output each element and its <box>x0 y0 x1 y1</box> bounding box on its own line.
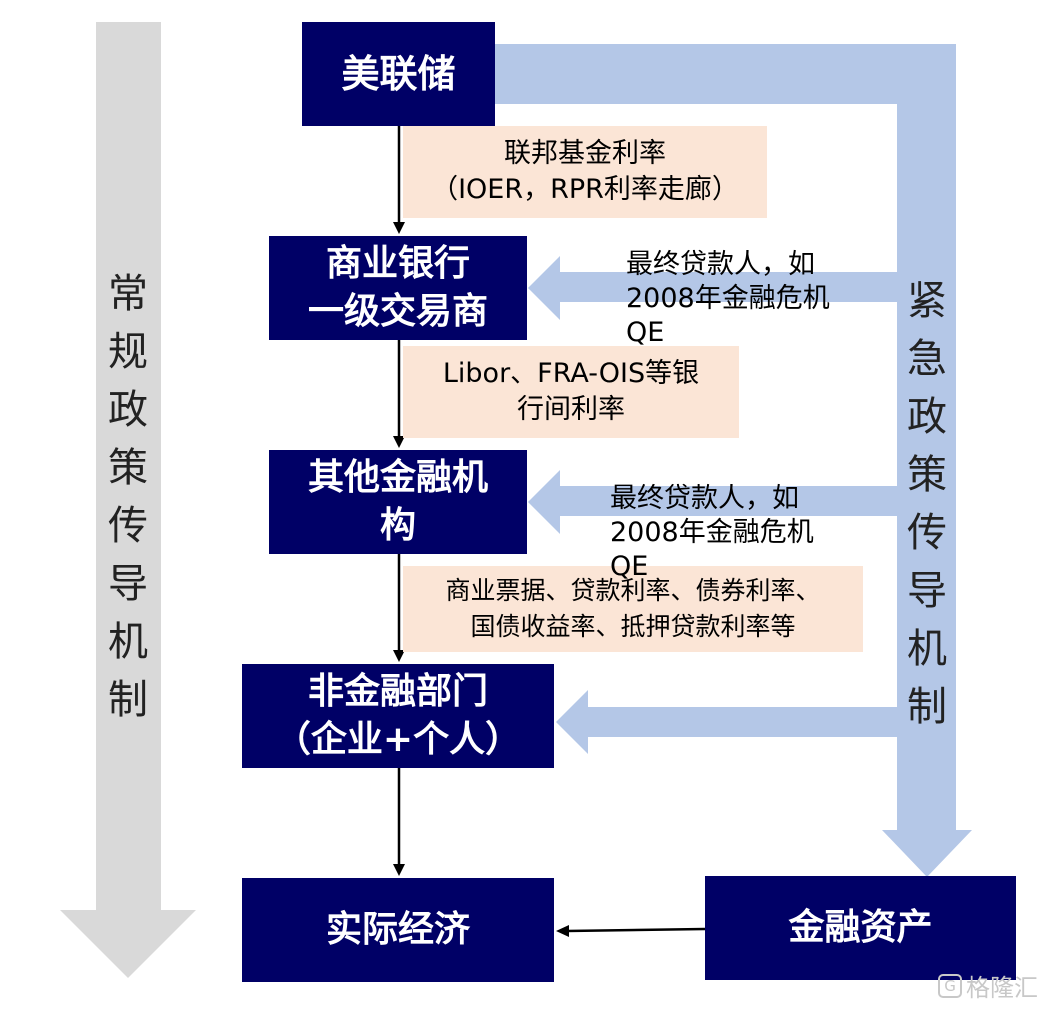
flow-head-5 <box>556 925 569 937</box>
flow-line-5 <box>566 927 706 933</box>
emergency-policy-label: 紧 急 政 策 传 导 机 制 <box>907 278 947 730</box>
watermark: G 格隆汇 <box>938 968 1038 1003</box>
market-rate-label: 商业票据、贷款利率、债券利率、 国债收益率、抵押贷款利率等 <box>403 566 863 652</box>
non-financial-sector-box: 非金融部门 （企业+个人） <box>242 664 554 768</box>
emergency-arrow-to-banks <box>528 256 897 320</box>
other-financial-institutions-box: 其他金融机 构 <box>269 450 527 554</box>
interbank-rate-label: Libor、FRA-OIS等银 行间利率 <box>403 346 739 438</box>
emergency-arrow-to-other <box>528 470 897 534</box>
fed-rate-label: 联邦基金利率 （IOER，RPR利率走廊） <box>403 126 767 218</box>
commercial-banks-box: 商业银行 一级交易商 <box>269 236 527 340</box>
emergency-policy-arrow <box>495 44 972 877</box>
regular-policy-label: 常 规 政 策 传 导 机 制 <box>108 271 148 723</box>
real-economy-box: 实际经济 <box>242 878 554 982</box>
flow-head-4 <box>393 864 405 876</box>
flow-head-2 <box>393 436 405 448</box>
lender-of-last-resort-note-2: 最终贷款人，如 2008年金融危机 QE <box>610 483 814 582</box>
fed-box: 美联储 <box>302 22 495 126</box>
financial-assets-box: 金融资产 <box>705 876 1016 980</box>
regular-policy-arrow <box>60 22 196 978</box>
watermark-logo-icon: G <box>938 973 962 998</box>
flow-head-3 <box>393 650 405 662</box>
flow-head-1 <box>393 222 405 234</box>
emergency-arrow-to-nonfin <box>556 690 897 754</box>
lender-of-last-resort-note-1: 最终贷款人，如 2008年金融危机 QE <box>626 249 830 348</box>
